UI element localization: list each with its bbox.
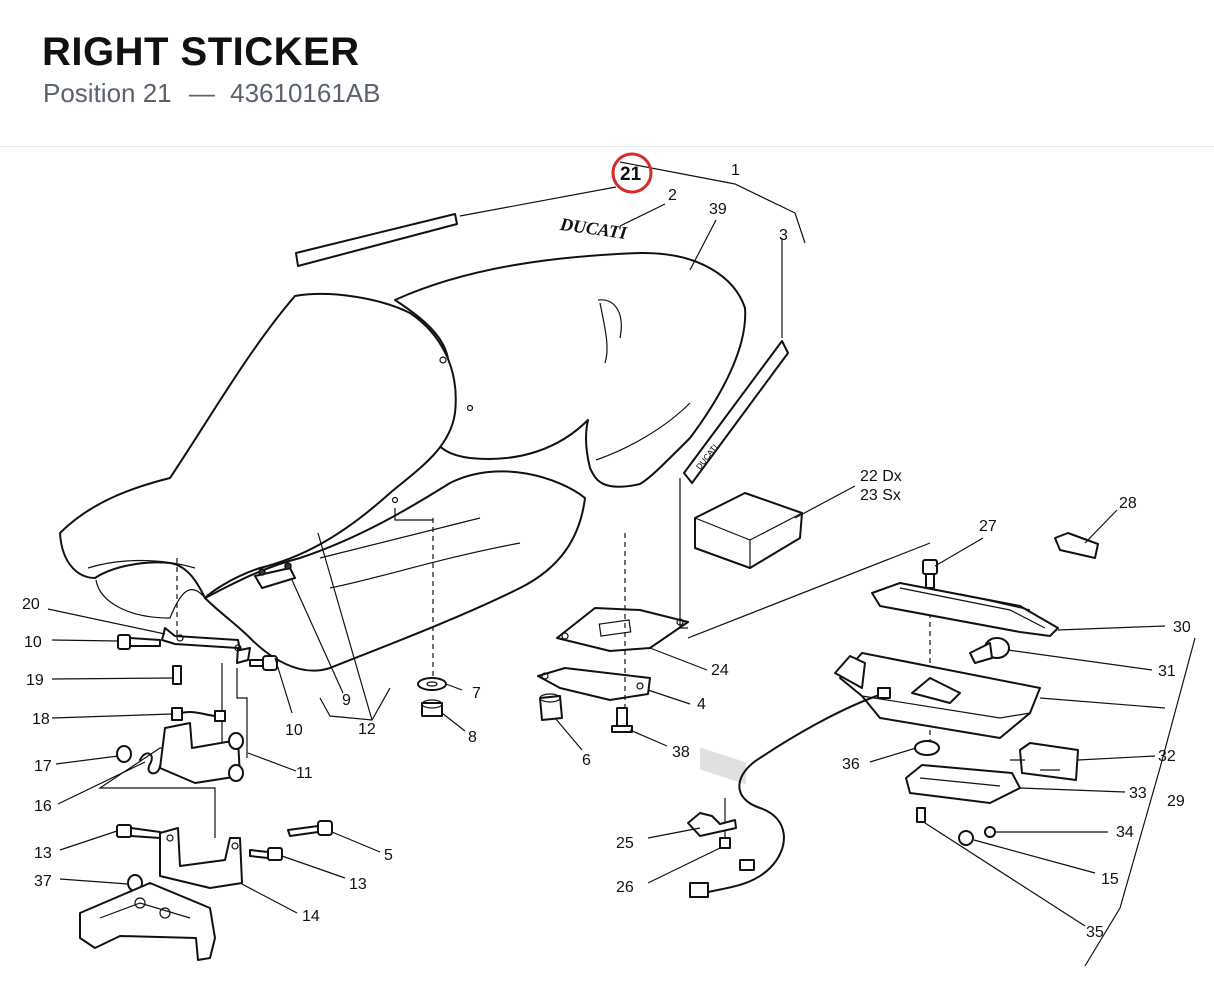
- callout-30[interactable]: 30: [1173, 619, 1191, 636]
- bolt-13-right[interactable]: [249, 847, 283, 861]
- plate-light-32[interactable]: [1010, 742, 1079, 781]
- bracket-20[interactable]: [161, 627, 251, 664]
- callout-24[interactable]: 24: [711, 662, 729, 679]
- callout-36[interactable]: 36: [842, 756, 860, 773]
- callout-37[interactable]: 37: [34, 873, 52, 890]
- foam-pad-22-23[interactable]: [694, 492, 803, 785]
- part-subtitle: Position 21 — 43610161AB: [43, 78, 381, 109]
- callout-13-right[interactable]: 13: [349, 876, 367, 893]
- callout-2[interactable]: 2: [668, 187, 677, 204]
- washer-7[interactable]: [417, 677, 447, 691]
- callout-34[interactable]: 34: [1116, 824, 1134, 841]
- callout-22[interactable]: 22 Dx: [860, 468, 902, 485]
- tail-housing-29[interactable]: [834, 652, 1041, 739]
- bolt-38[interactable]: [611, 707, 633, 733]
- callout-4[interactable]: 4: [697, 696, 706, 713]
- bolt-5[interactable]: [287, 820, 333, 837]
- tail-light-30[interactable]: [871, 582, 1059, 637]
- sticker-21-strip[interactable]: [295, 213, 458, 267]
- callout-11[interactable]: 11: [296, 765, 313, 782]
- svg-text:DUCATI: DUCATI: [558, 214, 629, 243]
- callout-20[interactable]: 20: [22, 596, 40, 613]
- bolt-10-right[interactable]: [249, 655, 278, 671]
- page-title: RIGHT STICKER: [42, 30, 360, 74]
- group-braces: [319, 161, 1196, 967]
- screw-35[interactable]: [916, 807, 926, 823]
- callout-32[interactable]: 32: [1158, 748, 1176, 765]
- callout-8[interactable]: 8: [468, 729, 477, 746]
- light-28[interactable]: [1054, 532, 1099, 559]
- assembly-lines: [98, 478, 931, 838]
- bolt-10-left[interactable]: [117, 634, 161, 650]
- spacer-36[interactable]: [914, 740, 940, 756]
- cable-harness[interactable]: [689, 687, 891, 898]
- leader-lines: [47, 186, 1166, 927]
- nut-8[interactable]: [421, 699, 443, 717]
- callout-1[interactable]: 1: [731, 162, 740, 179]
- callout-18[interactable]: 18: [32, 711, 50, 728]
- callout-35[interactable]: 35: [1086, 924, 1104, 941]
- callout-38[interactable]: 38: [672, 744, 690, 761]
- callout-5[interactable]: 5: [384, 847, 393, 864]
- callout-28[interactable]: 28: [1119, 495, 1137, 512]
- bulb-31[interactable]: [969, 637, 1010, 664]
- diagram-canvas: DUCATI DUCATI: [22, 152, 1196, 967]
- gasket-33[interactable]: [905, 764, 1021, 804]
- nut-6[interactable]: [539, 693, 563, 721]
- callout-26[interactable]: 26: [616, 879, 634, 896]
- part-number: 43610161AB: [230, 78, 381, 108]
- callout-31[interactable]: 31: [1158, 663, 1176, 680]
- callout-25[interactable]: 25: [616, 835, 634, 852]
- bolt-27[interactable]: [922, 559, 938, 589]
- clip-25[interactable]: [687, 812, 737, 837]
- callout-17[interactable]: 17: [34, 758, 52, 775]
- bracket-4[interactable]: [537, 667, 651, 701]
- callout-10-left[interactable]: 10: [24, 634, 42, 651]
- position-label: Position 21: [43, 78, 172, 108]
- callout-16[interactable]: 16: [34, 798, 52, 815]
- spring-16[interactable]: [139, 752, 161, 775]
- separator: —: [188, 78, 215, 108]
- callout-14[interactable]: 14: [302, 908, 320, 925]
- callout-labels: 21 1 2 39 3 22 Dx 23 Sx 28 27 30 31 32 3…: [22, 162, 1191, 941]
- callout-19[interactable]: 19: [26, 672, 44, 689]
- callout-39[interactable]: 39: [709, 201, 727, 218]
- exploded-parts-diagram: DUCATI DUCATI: [0, 148, 1214, 1003]
- bracket-14[interactable]: [159, 827, 243, 889]
- screw-26[interactable]: [719, 837, 731, 849]
- bolt-13-left[interactable]: [116, 824, 161, 839]
- washer-17[interactable]: [116, 745, 132, 763]
- latch-11[interactable]: [159, 722, 244, 784]
- page-header: RIGHT STICKER Position 21 — 43610161AB: [0, 0, 1214, 147]
- callout-7[interactable]: 7: [472, 685, 481, 702]
- frame-bracket[interactable]: [79, 882, 216, 961]
- highlight-ring-21: [611, 152, 653, 194]
- callout-21[interactable]: 21: [620, 164, 642, 185]
- callout-6[interactable]: 6: [582, 752, 591, 769]
- callout-15[interactable]: 15: [1101, 871, 1119, 888]
- callout-10-right[interactable]: 10: [285, 722, 303, 739]
- callout-23[interactable]: 23 Sx: [860, 487, 901, 504]
- callout-13-left[interactable]: 13: [34, 845, 52, 862]
- callout-9[interactable]: 9: [342, 692, 351, 709]
- nut-34[interactable]: [958, 826, 996, 846]
- callout-3[interactable]: 3: [779, 227, 788, 244]
- cable-18[interactable]: [171, 707, 226, 722]
- callout-27[interactable]: 27: [979, 518, 997, 535]
- screw-19[interactable]: [172, 665, 182, 685]
- callout-29[interactable]: 29: [1167, 793, 1185, 810]
- bracket-24[interactable]: [556, 607, 689, 652]
- callout-12[interactable]: 12: [358, 721, 376, 738]
- callout-33[interactable]: 33: [1129, 785, 1147, 802]
- seat-assembly[interactable]: [59, 251, 747, 672]
- logo-decal-2[interactable]: DUCATI: [558, 214, 629, 243]
